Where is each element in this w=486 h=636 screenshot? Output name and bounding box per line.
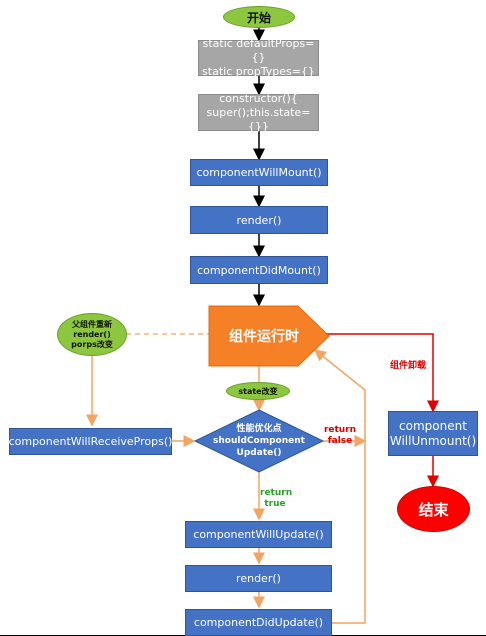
runtime-label: 组件运行时 [229,329,299,345]
unmount-label: 组件卸载 [389,361,426,371]
component-will-update-node: componentWillUpdate() [185,521,332,548]
static-props-node: static defaultProps={} static propTypes=… [198,37,319,78]
return-true-label: return true [260,488,293,509]
arrow-didupdate-loop [313,349,366,624]
arrow-runtime-unmount [318,333,439,413]
decision-shape [193,409,325,473]
state-change-node: state改变 [226,382,290,400]
component-will-mount-node: componentWillMount() [190,159,328,186]
component-did-mount-node: componentDidMount() [190,256,328,284]
component-will-receive-props-node: componentWillReceiveProps() [9,428,172,455]
render-node-update: render() [185,565,332,592]
constructor-node: constructor(){ super();this.state={}} [198,92,319,133]
start-node: 开始 [223,6,295,28]
component-will-unmount-node: component WillUnmount() [388,411,478,456]
component-did-update-node: componentDidUpdate() [185,609,332,636]
should-component-update-label: 性能优化点 shouldComponent Update() [213,424,305,458]
end-node: 结束 [397,486,470,532]
return-false-label: return false [323,425,357,446]
runtime-shape [208,305,330,367]
parent-rerender-node: 父组件重新 render() porps改变 [57,313,127,356]
render-node-mount: render() [190,206,328,234]
